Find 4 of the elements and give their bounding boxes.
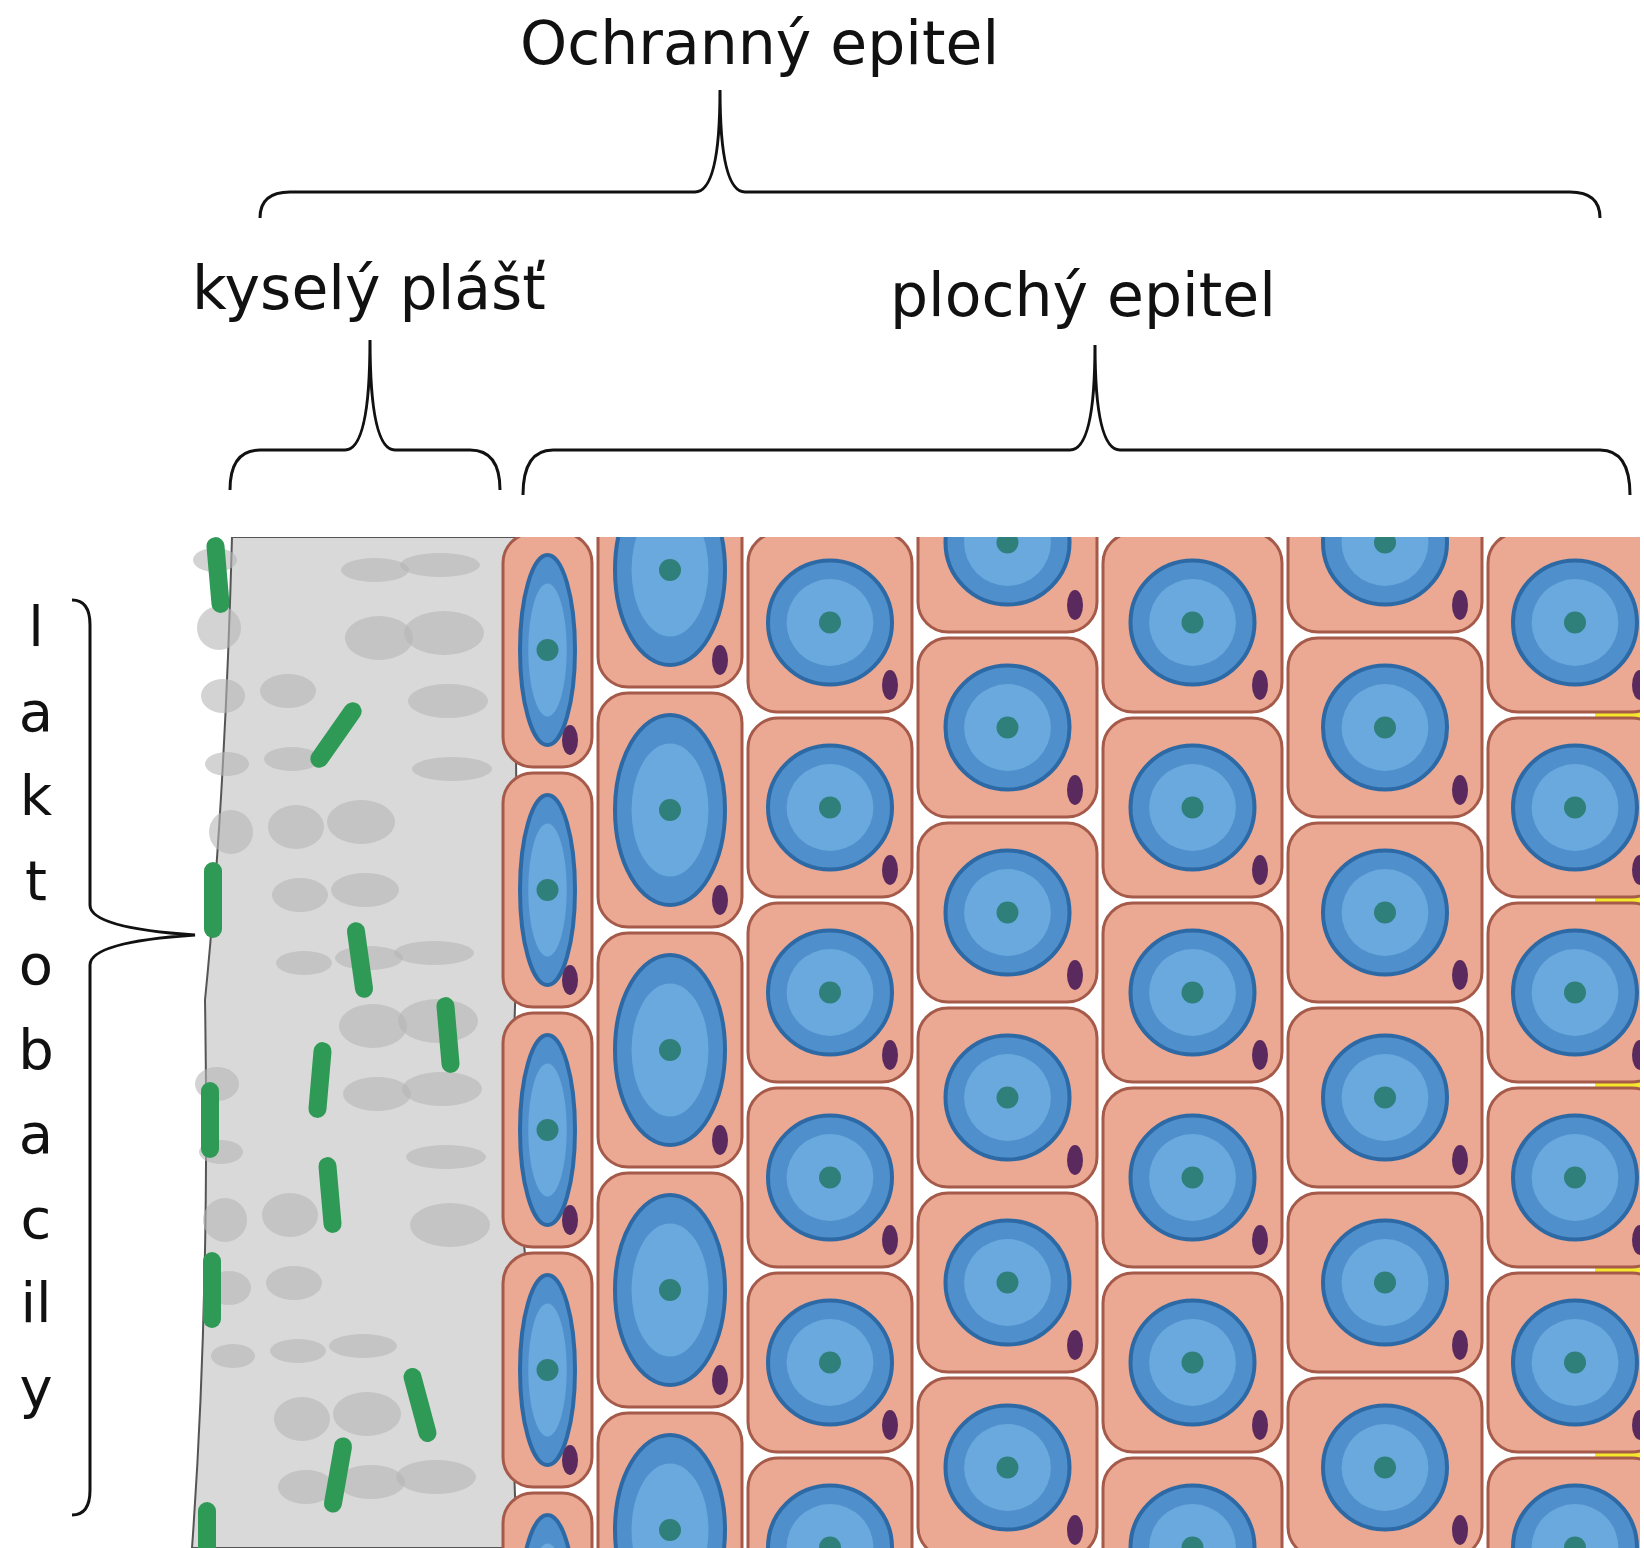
label: laktobacily: [17, 593, 55, 1422]
label: kyselý plášť: [192, 255, 546, 321]
label: plochý epitel: [890, 262, 1276, 328]
label: Ochranný epitel: [520, 10, 1000, 76]
